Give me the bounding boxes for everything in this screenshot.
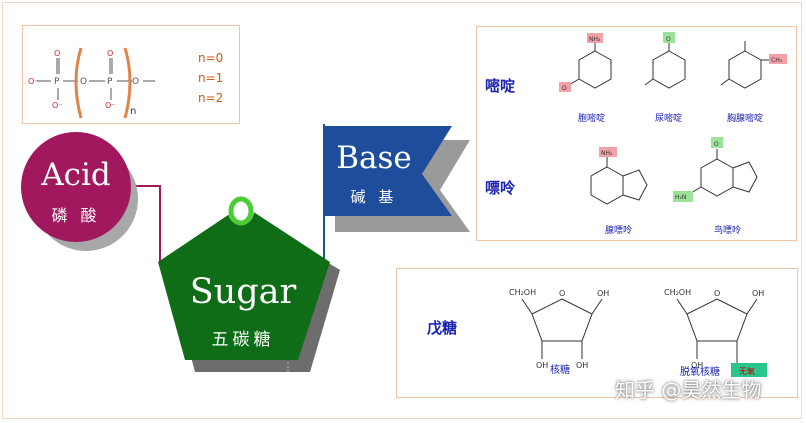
base-subtitle: 碱 基 <box>350 188 398 206</box>
thymine-caption: 胸腺嘧啶 <box>727 114 764 124</box>
bases-panel: NH₂ O O CH₃ NH₂ O H₂N 嘧啶 嘌呤 胞嘧啶 尿嘧啶 胸腺嘧啶… <box>476 26 797 241</box>
guanine-amine-highlight <box>673 191 693 202</box>
guanine-caption: 鸟嘌呤 <box>714 226 742 236</box>
n-value-0: n=0 <box>198 51 224 65</box>
deoxyribose-ch2oh-label: CH₂OH <box>664 288 691 297</box>
sugar-pentagon <box>158 205 330 360</box>
purine-title: 嘌呤 <box>485 179 516 197</box>
ribose-oh-label: OH <box>597 289 609 298</box>
pentose-title: 戊糖 <box>427 319 458 337</box>
guanine-h2n-label: H₂N <box>675 194 686 201</box>
pentose-structures: CH₂OH O OH OH OH CH₂OH O OH OH <box>509 288 767 377</box>
sugar-subtitle: 五碳糖 <box>211 330 275 350</box>
thymine-ch3-label: CH₃ <box>771 57 783 64</box>
phosphate-o-minus-left: O⁻ <box>28 77 39 86</box>
adenine-structure <box>590 157 648 205</box>
guanine-carbonyl-highlight <box>711 137 723 148</box>
phosphate-p-1: P <box>54 77 60 87</box>
phosphate-structure: O O O⁻ O⁻ O⁻ P P O O n <box>28 47 155 119</box>
base-title: Base <box>336 140 412 176</box>
uracil-carbonyl-highlight <box>663 32 675 43</box>
watermark: 知乎 @昊然生物 <box>615 378 762 402</box>
ribose-ch2oh-label: CH₂OH <box>509 288 536 297</box>
deoxy-tag-bg <box>731 363 767 377</box>
bases-structures: NH₂ O O CH₃ NH₂ O H₂N <box>559 32 787 205</box>
acid-title: Acid <box>41 157 111 193</box>
sugar-title: Sugar <box>189 272 297 312</box>
cytosine-o-label: O <box>562 85 567 92</box>
phosphate-o-top-1: O <box>54 49 60 58</box>
phosphate-o-minus-bottom-1: O⁻ <box>52 101 63 110</box>
uracil-caption: 尿嘧啶 <box>655 114 683 124</box>
phosphate-n-subscript: n <box>130 106 136 117</box>
deoxyribose-caption: 脱氧核糖 <box>680 367 720 378</box>
ribose-structure <box>521 298 603 359</box>
acid-sugar-bond <box>128 185 161 262</box>
cytosine-structure <box>568 41 612 89</box>
adenine-caption: 腺嘌呤 <box>605 226 633 236</box>
thymine-methyl-highlight <box>769 54 787 64</box>
pentose-panel: CH₂OH O OH OH OH CH₂OH O OH OH 戊糖 核糖 脱氧核… <box>396 268 798 398</box>
sugar-o-marker <box>228 196 254 226</box>
cytosine-amine-highlight <box>587 33 603 43</box>
deoxy-tag: 无氧 <box>739 367 755 376</box>
phosphate-p-2: P <box>107 77 113 87</box>
deoxyribose-structure <box>676 298 758 363</box>
deoxyribose-oh-left-label: OH <box>691 361 703 370</box>
deoxyribose-oh-label: OH <box>752 289 764 298</box>
deoxyribose-o-label: O <box>714 289 720 298</box>
n-value-2: n=2 <box>198 91 224 105</box>
uracil-structure <box>644 41 686 89</box>
cytosine-nh2-label: NH₂ <box>589 36 601 43</box>
pyrimidine-title: 嘧啶 <box>485 77 516 95</box>
phosphate-o-minus-bottom-2: O⁻ <box>105 101 116 110</box>
ribose-o-label: O <box>559 289 565 298</box>
acid-subtitle: 磷 酸 <box>51 206 101 225</box>
n-value-1: n=1 <box>198 71 224 85</box>
phosphate-bridge-o: O <box>80 77 87 87</box>
uracil-o-label: O <box>666 36 671 43</box>
guanine-o-label: O <box>714 141 719 148</box>
phosphate-formula-panel: O O O⁻ O⁻ O⁻ P P O O n n=0 n=1 n=2 <box>22 25 240 124</box>
ribose-caption: 核糖 <box>550 365 570 376</box>
adenine-nh2-label: NH₂ <box>601 150 613 157</box>
adenine-amine-highlight <box>599 147 617 157</box>
cytosine-caption: 胞嘧啶 <box>578 114 606 124</box>
ribose-oh-left-label: OH <box>536 361 548 370</box>
thymine-structure <box>720 41 769 89</box>
ribose-oh-right-label: OH <box>576 361 588 370</box>
phosphate-o-top-2: O <box>107 49 113 58</box>
outer-frame <box>2 2 802 419</box>
acid-circle <box>21 132 131 242</box>
phosphate-terminal-o: O <box>132 77 139 87</box>
guanine-structure <box>690 149 758 197</box>
base-flag <box>324 126 452 216</box>
cytosine-carbonyl-highlight <box>559 82 571 92</box>
